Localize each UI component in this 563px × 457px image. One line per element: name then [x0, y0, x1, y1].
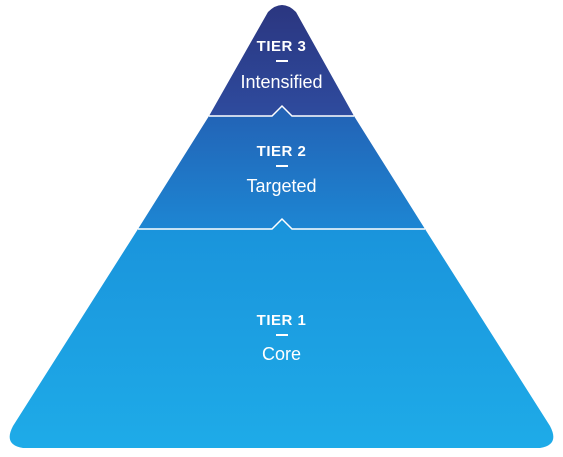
tier-2-name: Targeted: [246, 176, 317, 196]
tier-divider-lower: [138, 217, 425, 230]
tier-1-name: Core: [261, 344, 301, 364]
tier-divider-upper: [209, 104, 354, 117]
tier-2-label: TIER 2: [256, 143, 307, 160]
tier-3-rule: [276, 60, 288, 62]
tier-1-label: TIER 1: [256, 312, 307, 329]
tier-2-segment: [138, 106, 425, 229]
tier-1-rule: [276, 334, 288, 336]
tier-3-name: Intensified: [240, 72, 323, 92]
tier-2-rule: [276, 165, 288, 167]
tier-1-segment: [9, 219, 554, 448]
tier-3-label: TIER 3: [256, 38, 307, 55]
